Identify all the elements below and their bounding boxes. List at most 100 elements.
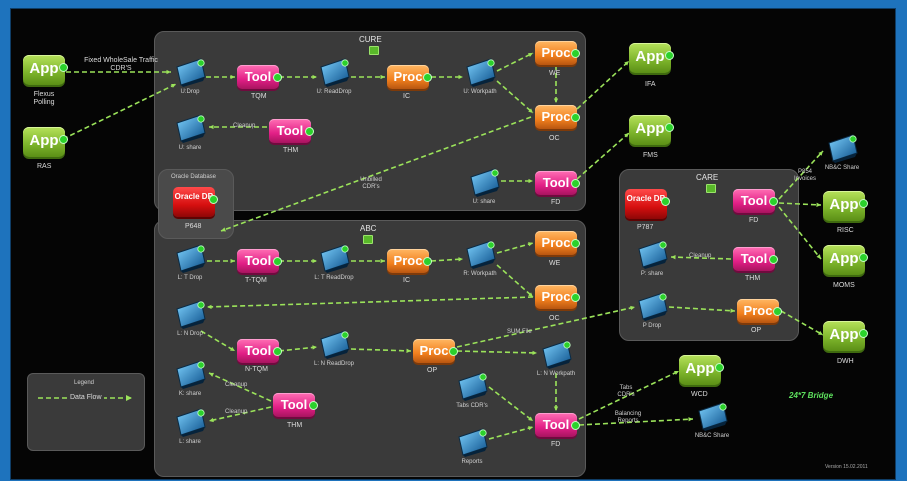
folder-icon (828, 134, 858, 163)
status-dot-icon (571, 421, 580, 430)
app-wcd[interactable]: App (679, 355, 724, 385)
app-risc[interactable]: App (823, 191, 868, 221)
folder-pshare-label: P: share (640, 271, 664, 277)
app-moms[interactable]: App (823, 245, 868, 275)
folder-nbcshare-bot[interactable] (695, 401, 729, 431)
care-title: CARE (696, 173, 719, 182)
folder-lnworkpath[interactable] (539, 339, 573, 369)
proc-we-abc[interactable]: Proc (535, 231, 580, 255)
tool-thm-care[interactable]: Tool (733, 247, 778, 271)
flow-arrowhead-fd-fms (624, 133, 629, 138)
proc-ic-abc-text: Proc (393, 253, 423, 268)
flow-pdrop-opcare (668, 306, 736, 312)
folder-nbcshare-top[interactable] (825, 133, 859, 163)
folder-lnreaddrop[interactable] (317, 329, 351, 359)
tool-fd-cure-text: Tool (542, 175, 570, 190)
flow-arrowhead-thm-ushare1 (209, 124, 214, 130)
folder-icon (638, 292, 668, 321)
tool-fd-care[interactable]: Tool (733, 189, 778, 213)
oracle-p648-label: P648 (185, 223, 202, 230)
proc-ic-abc[interactable]: Proc (387, 249, 432, 273)
oracle-p648[interactable]: Oracle DB (173, 187, 218, 217)
tool-fd-abc[interactable]: Tool (535, 413, 580, 437)
proc-ic-cure[interactable]: Proc (387, 65, 432, 89)
app-moms-text: App (829, 250, 859, 267)
flow-arrowhead-fd-wcd (674, 370, 679, 375)
app-wcd-text: App (685, 360, 715, 377)
status-dot-icon (59, 135, 68, 144)
app-ras-text: App (29, 132, 59, 149)
tool-ttqm-text: Tool (244, 253, 272, 268)
tool-fd-cure[interactable]: Tool (535, 171, 580, 195)
status-dot-icon (769, 255, 778, 264)
tool-ntqm[interactable]: Tool (237, 339, 282, 363)
folder-tabscdrs[interactable] (455, 371, 489, 401)
proc-oc-cure[interactable]: Proc (535, 105, 580, 129)
proc-ic-cure-text: Proc (393, 69, 423, 84)
proc-we-cure[interactable]: Proc (535, 41, 580, 65)
folder-uworkpath[interactable] (463, 57, 497, 87)
flow-arrowhead-flexus-ras (166, 69, 171, 75)
app-ras[interactable]: App (23, 127, 68, 157)
folder-lndrop[interactable] (173, 299, 207, 329)
edge-label-cleanup3: Cleanup (225, 382, 248, 388)
app-ifa[interactable]: App (629, 43, 674, 73)
oracle-p787[interactable]: Oracle DB (625, 189, 670, 219)
folder-ureaddrop[interactable] (317, 57, 351, 87)
folder-icon (320, 330, 350, 359)
status-dot-icon (715, 363, 724, 372)
status-dot-icon (859, 199, 868, 208)
app-flexus[interactable]: App (23, 55, 68, 85)
folder-lshare[interactable] (173, 407, 207, 437)
tool-thm-abc[interactable]: Tool (273, 393, 318, 417)
folder-icon (698, 402, 728, 431)
status-dot-icon (571, 239, 580, 248)
folder-udrop[interactable] (173, 57, 207, 87)
tool-tqm[interactable]: Tool (237, 65, 282, 89)
folder-rworkpath[interactable] (463, 239, 497, 269)
folder-ushare2[interactable] (467, 167, 501, 197)
flow-arrowhead-oc-ifa (624, 61, 629, 66)
folder-ushare1[interactable] (173, 113, 207, 143)
flow-fdcare-nbctop (778, 150, 824, 200)
folder-icon (176, 114, 206, 143)
flow-unbilled-p648 (220, 116, 532, 232)
flow-lndrop-ntqm (200, 330, 236, 352)
folder-pdrop[interactable] (635, 291, 669, 321)
proc-op-care[interactable]: Proc (737, 299, 782, 323)
proc-op-care-label: OP (751, 327, 762, 334)
folder-ltdrop[interactable] (173, 243, 207, 273)
flow-thmabc-kshare (208, 372, 272, 402)
flow-fdcare-risc (778, 202, 822, 206)
folder-lnreaddrop-label: L: N ReadDrop (313, 361, 355, 367)
proc-oc-abc-label: OC (549, 315, 560, 322)
folder-lshare-label: L: share (179, 439, 201, 445)
tool-fd-cure-label: FD (551, 199, 561, 206)
tool-ttqm[interactable]: Tool (237, 249, 282, 273)
proc-oc-abc-text: Proc (541, 289, 571, 304)
tool-thm-cure[interactable]: Tool (269, 119, 314, 143)
app-dwh[interactable]: App (823, 321, 868, 351)
proc-ic-cure-label: IC (403, 93, 410, 100)
folder-icon (176, 360, 206, 389)
folder-ltreaddrop[interactable] (317, 243, 351, 273)
flow-arrowhead-uworkpath-we (528, 53, 533, 57)
app-dwh-label: DWH (837, 358, 854, 365)
status-dot-icon (273, 257, 282, 266)
proc-oc-abc[interactable]: Proc (535, 285, 580, 309)
folder-reports[interactable] (455, 427, 489, 457)
status-dot-icon (571, 113, 580, 122)
tool-tqm-text: Tool (244, 69, 272, 84)
folder-kshare[interactable] (173, 359, 207, 389)
tool-thm-care-label: THM (745, 275, 761, 282)
app-fms-label: FMS (643, 152, 658, 159)
folder-pshare[interactable] (635, 239, 669, 269)
flow-ocabc-lndrop (206, 296, 534, 308)
folder-kshare-label: K: share (178, 391, 202, 397)
app-fms[interactable]: App (629, 115, 674, 145)
legend-title: Legend (74, 380, 95, 386)
app-wcd-label: WCD (691, 391, 708, 398)
edge-label-fixed: Fixed WholeSale Traffic CDR'S (84, 57, 158, 72)
flow-uworkpath-we (496, 52, 534, 72)
proc-op-abc[interactable]: Proc (413, 339, 458, 363)
